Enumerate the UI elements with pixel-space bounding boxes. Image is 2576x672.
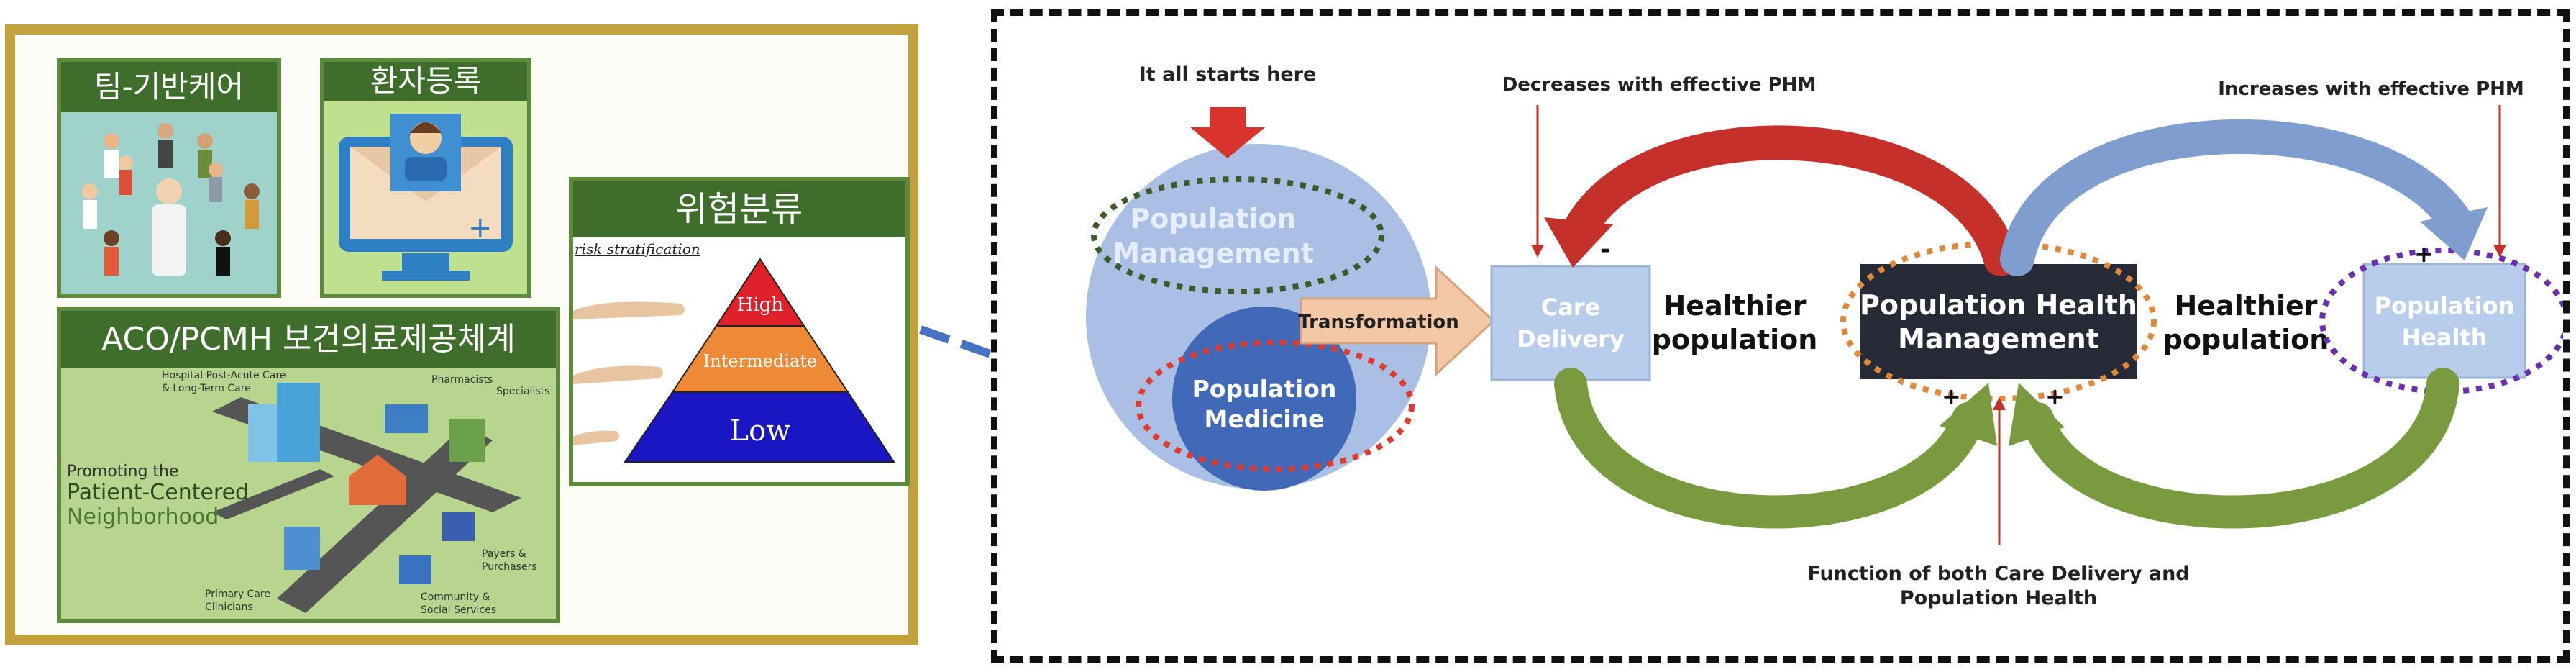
function-line2: Population Health xyxy=(1900,587,2097,609)
function-line1: Function of both Care Delivery and xyxy=(1807,563,2189,585)
green-arrowhead-left xyxy=(1940,383,1997,446)
map-label-community: Community & xyxy=(421,591,490,603)
population-medicine-circle xyxy=(1172,307,1356,491)
plus-sign-top: + xyxy=(2414,240,2434,268)
person-icon xyxy=(82,123,260,276)
start-arrow-icon xyxy=(1190,107,1265,158)
phm-diagram: It all starts here Population Management… xyxy=(1086,63,2563,609)
team-care-title: 팀-기반케어 xyxy=(61,62,277,112)
map-title-line3: Neighborhood xyxy=(67,504,219,530)
green-arrowhead-right xyxy=(2009,383,2065,446)
pointing-hand-icon xyxy=(573,301,685,445)
transformation-arrow xyxy=(1300,265,1496,377)
healthier-right-line1: Healthier xyxy=(2175,290,2318,322)
plus-sign-right: + xyxy=(2045,383,2065,410)
blue-arrowhead xyxy=(2420,207,2488,260)
computer-icon: + xyxy=(324,101,527,294)
healthier-left-line1: Healthier xyxy=(1663,290,1807,322)
risk-level-low: Low xyxy=(730,414,791,448)
map-label-primary-care: Primary Care xyxy=(205,589,270,600)
start-label: It all starts here xyxy=(1139,63,1317,86)
patient-registry-title: 환자등록 xyxy=(324,62,527,101)
transformation-label: Transformation xyxy=(1298,312,1459,333)
left-panel: 팀-기반케어 환자등록 xyxy=(5,24,918,645)
dotted-ellipse-orange xyxy=(1840,240,2157,401)
risk-stratification-tile: 위험분류 risk stratification High Intermedia… xyxy=(569,177,910,486)
care-delivery-line2: Delivery xyxy=(1517,325,1625,353)
care-delivery-box xyxy=(1490,265,1651,381)
map-label-social: Social Services xyxy=(421,604,496,616)
red-curved-arrow xyxy=(1561,125,2018,276)
dotted-ellipse-green xyxy=(1091,176,1384,294)
right-panel: It all starts here Population Management… xyxy=(991,9,2570,663)
increases-label: Increases with effective PHM xyxy=(2218,78,2524,100)
aco-pcmh-tile: ACO/PCMH 보건의료제공체계 Promoting the Patient-… xyxy=(57,307,560,623)
decreases-label: Decreases with effective PHM xyxy=(1502,74,1817,96)
map-label-ltc: & Long-Term Care xyxy=(162,383,251,394)
population-health-box xyxy=(2362,263,2526,379)
svg-text:+: + xyxy=(468,212,493,245)
dotted-ellipse-red xyxy=(1136,340,1415,472)
team-care-illustration xyxy=(61,112,277,294)
map-label-hospital: Hospital Post-Acute Care xyxy=(162,370,286,381)
green-curved-arrow-right xyxy=(2021,368,2459,529)
phm-line1: Population Health xyxy=(1860,289,2137,321)
team-care-tile: 팀-기반케어 xyxy=(57,58,281,298)
population-management-line1: Population xyxy=(1130,203,1296,235)
population-medicine-line2: Medicine xyxy=(1205,405,1325,433)
map-label-payers: Payers & xyxy=(482,548,526,560)
plus-sign-left: + xyxy=(1942,383,1961,410)
phm-box xyxy=(1860,264,2137,379)
population-management-line2: Management xyxy=(1113,237,1314,269)
risk-pyramid: High Intermediate Low xyxy=(573,258,895,463)
risk-level-high: High xyxy=(737,294,784,316)
map-label-pharmacists: Pharmacists xyxy=(431,374,493,386)
blue-curved-arrow xyxy=(2000,119,2475,276)
red-arrowhead xyxy=(1544,217,1613,268)
healthier-left-line2: population xyxy=(1652,324,1818,355)
risk-title: 위험분류 xyxy=(573,181,905,237)
patient-registry-tile: 환자등록 + xyxy=(320,58,531,298)
map-label-specialists: Specialists xyxy=(496,386,549,397)
risk-subtitle: risk stratification xyxy=(575,240,700,258)
doctor-icon xyxy=(152,178,186,276)
map-title-line2: Patient-Centered xyxy=(67,480,249,505)
map-label-purchasers: Purchasers xyxy=(482,561,537,573)
healthier-right-line2: population xyxy=(2163,324,2329,355)
green-curved-arrow-left xyxy=(1554,368,1985,529)
map-title-line1: Promoting the xyxy=(67,463,179,481)
population-health-line2: Health xyxy=(2401,324,2487,351)
population-medicine-line1: Population xyxy=(1192,375,1337,403)
aco-title: ACO/PCMH 보건의료제공체계 xyxy=(61,311,556,368)
care-delivery-line1: Care xyxy=(1541,294,1601,321)
minus-sign: - xyxy=(1600,235,1610,264)
map-label-clinicians: Clinicians xyxy=(205,601,253,613)
phm-line2: Management xyxy=(1898,323,2099,355)
population-health-line1: Population xyxy=(2375,292,2515,319)
risk-level-intermediate: Intermediate xyxy=(703,351,817,371)
neighborhood-map: Promoting the Patient-Centered Neighborh… xyxy=(61,368,556,619)
